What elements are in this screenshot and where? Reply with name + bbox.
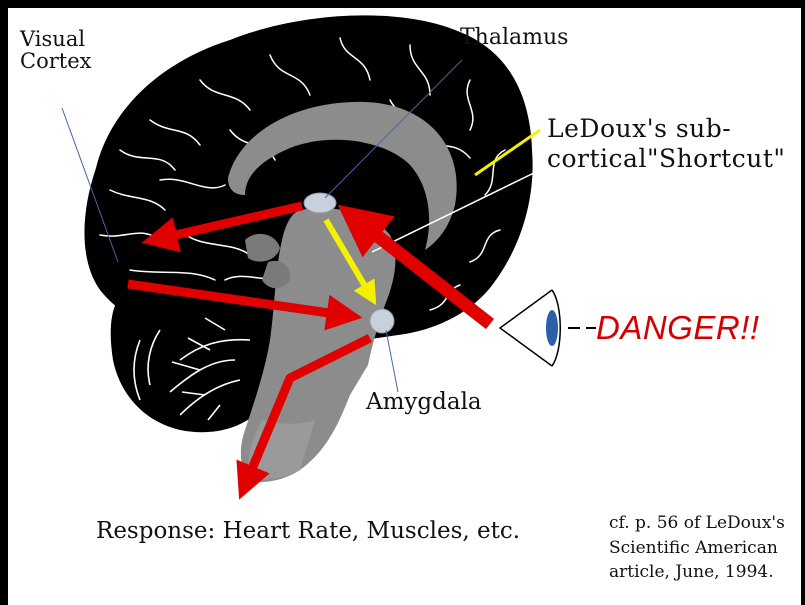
citation-line1: cf. p. 56 of LeDoux's <box>609 511 785 536</box>
response-label: Response: Heart Rate, Muscles, etc. <box>96 519 520 543</box>
thalamus-label: Thalamus <box>460 26 568 49</box>
frame-edge-top <box>0 0 805 8</box>
citation: cf. p. 56 of LeDoux's Scientific America… <box>609 511 785 585</box>
citation-line2: Scientific American <box>609 536 785 561</box>
thalamus-nucleus <box>304 193 336 213</box>
eye-icon <box>500 290 596 366</box>
amygdala-label: Amygdala <box>366 390 482 414</box>
shortcut-label: LeDoux's sub- cortical"Shortcut" <box>547 114 785 174</box>
amygdala-nucleus <box>370 309 394 333</box>
visual-cortex-label-line2: Cortex <box>20 50 91 72</box>
danger-label: DANGER!! <box>596 311 760 346</box>
visual-cortex-label-line1: Visual <box>20 28 91 50</box>
citation-line3: article, June, 1994. <box>609 560 785 585</box>
amygdala-leader <box>386 330 398 392</box>
frame-edge-right <box>801 0 805 605</box>
shortcut-label-line1: LeDoux's sub- <box>547 114 785 144</box>
shortcut-label-line2: cortical"Shortcut" <box>547 144 785 174</box>
visual-cortex-label: Visual Cortex <box>20 28 91 72</box>
frame-edge-left <box>0 0 8 605</box>
